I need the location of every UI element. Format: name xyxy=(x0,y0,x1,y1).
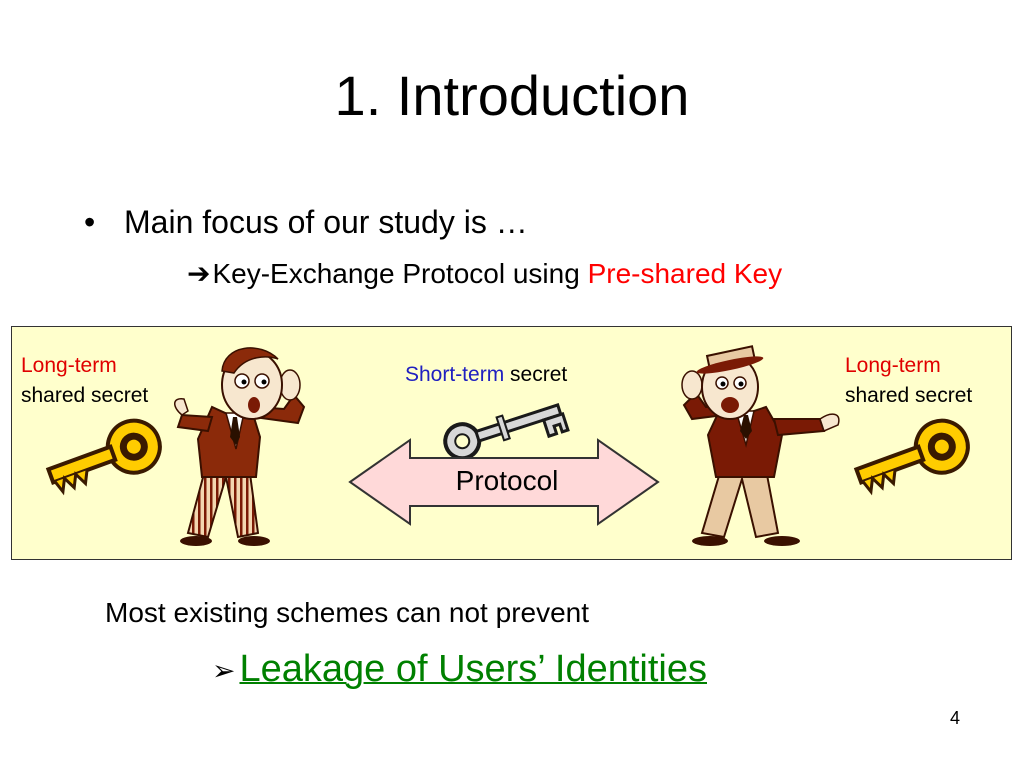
sub-bullet-key-exchange: ➔Key-Exchange Protocol using Pre-shared … xyxy=(187,254,782,294)
left-shared-secret-text: shared secret xyxy=(21,384,149,407)
silver-key-icon xyxy=(443,403,570,461)
shouting-man-icon xyxy=(681,345,840,546)
bullet-dot: • xyxy=(84,204,96,240)
leakage-row: ➢Leakage of Users’ Identities xyxy=(212,645,707,695)
leakage-of-identities-link[interactable]: Leakage of Users’ Identities xyxy=(239,648,707,690)
right-long-term-secret-label: Long-term shared secret xyxy=(845,351,972,411)
whispering-man-icon xyxy=(174,347,306,546)
short-term-text: Short-term xyxy=(405,363,505,386)
diagram-illustration xyxy=(45,345,970,546)
gold-key-icon xyxy=(853,418,970,496)
right-long-term-text: Long-term xyxy=(845,354,941,377)
right-shared-secret-text: shared secret xyxy=(845,384,973,407)
bullet-text: Main focus of our study is … xyxy=(124,204,528,240)
gold-key-icon xyxy=(45,418,162,496)
left-long-term-text: Long-term xyxy=(21,354,117,377)
pre-shared-key-highlight: Pre-shared Key xyxy=(587,258,783,289)
existing-schemes-text: Most existing schemes can not prevent xyxy=(105,597,590,628)
protocol-label: Protocol xyxy=(455,465,559,496)
short-term-secret-label: Short-term secret xyxy=(405,360,567,390)
arrowhead-bullet-icon: ➢ xyxy=(212,654,236,686)
slide-title: 1. Introduction xyxy=(334,64,690,127)
protocol-diagram-panel: Long-term shared secret Short-term secre… xyxy=(11,326,1012,560)
double-arrow-icon xyxy=(348,438,660,526)
left-long-term-secret-label: Long-term shared secret xyxy=(21,351,148,411)
bullet-main-focus: • Main focus of our study is … xyxy=(84,200,528,244)
sub-bullet-text: Key-Exchange Protocol using xyxy=(212,258,588,289)
slide-number: 4 xyxy=(949,708,960,728)
right-arrow-icon: ➔ xyxy=(187,258,211,289)
secret-text: secret xyxy=(504,363,568,386)
